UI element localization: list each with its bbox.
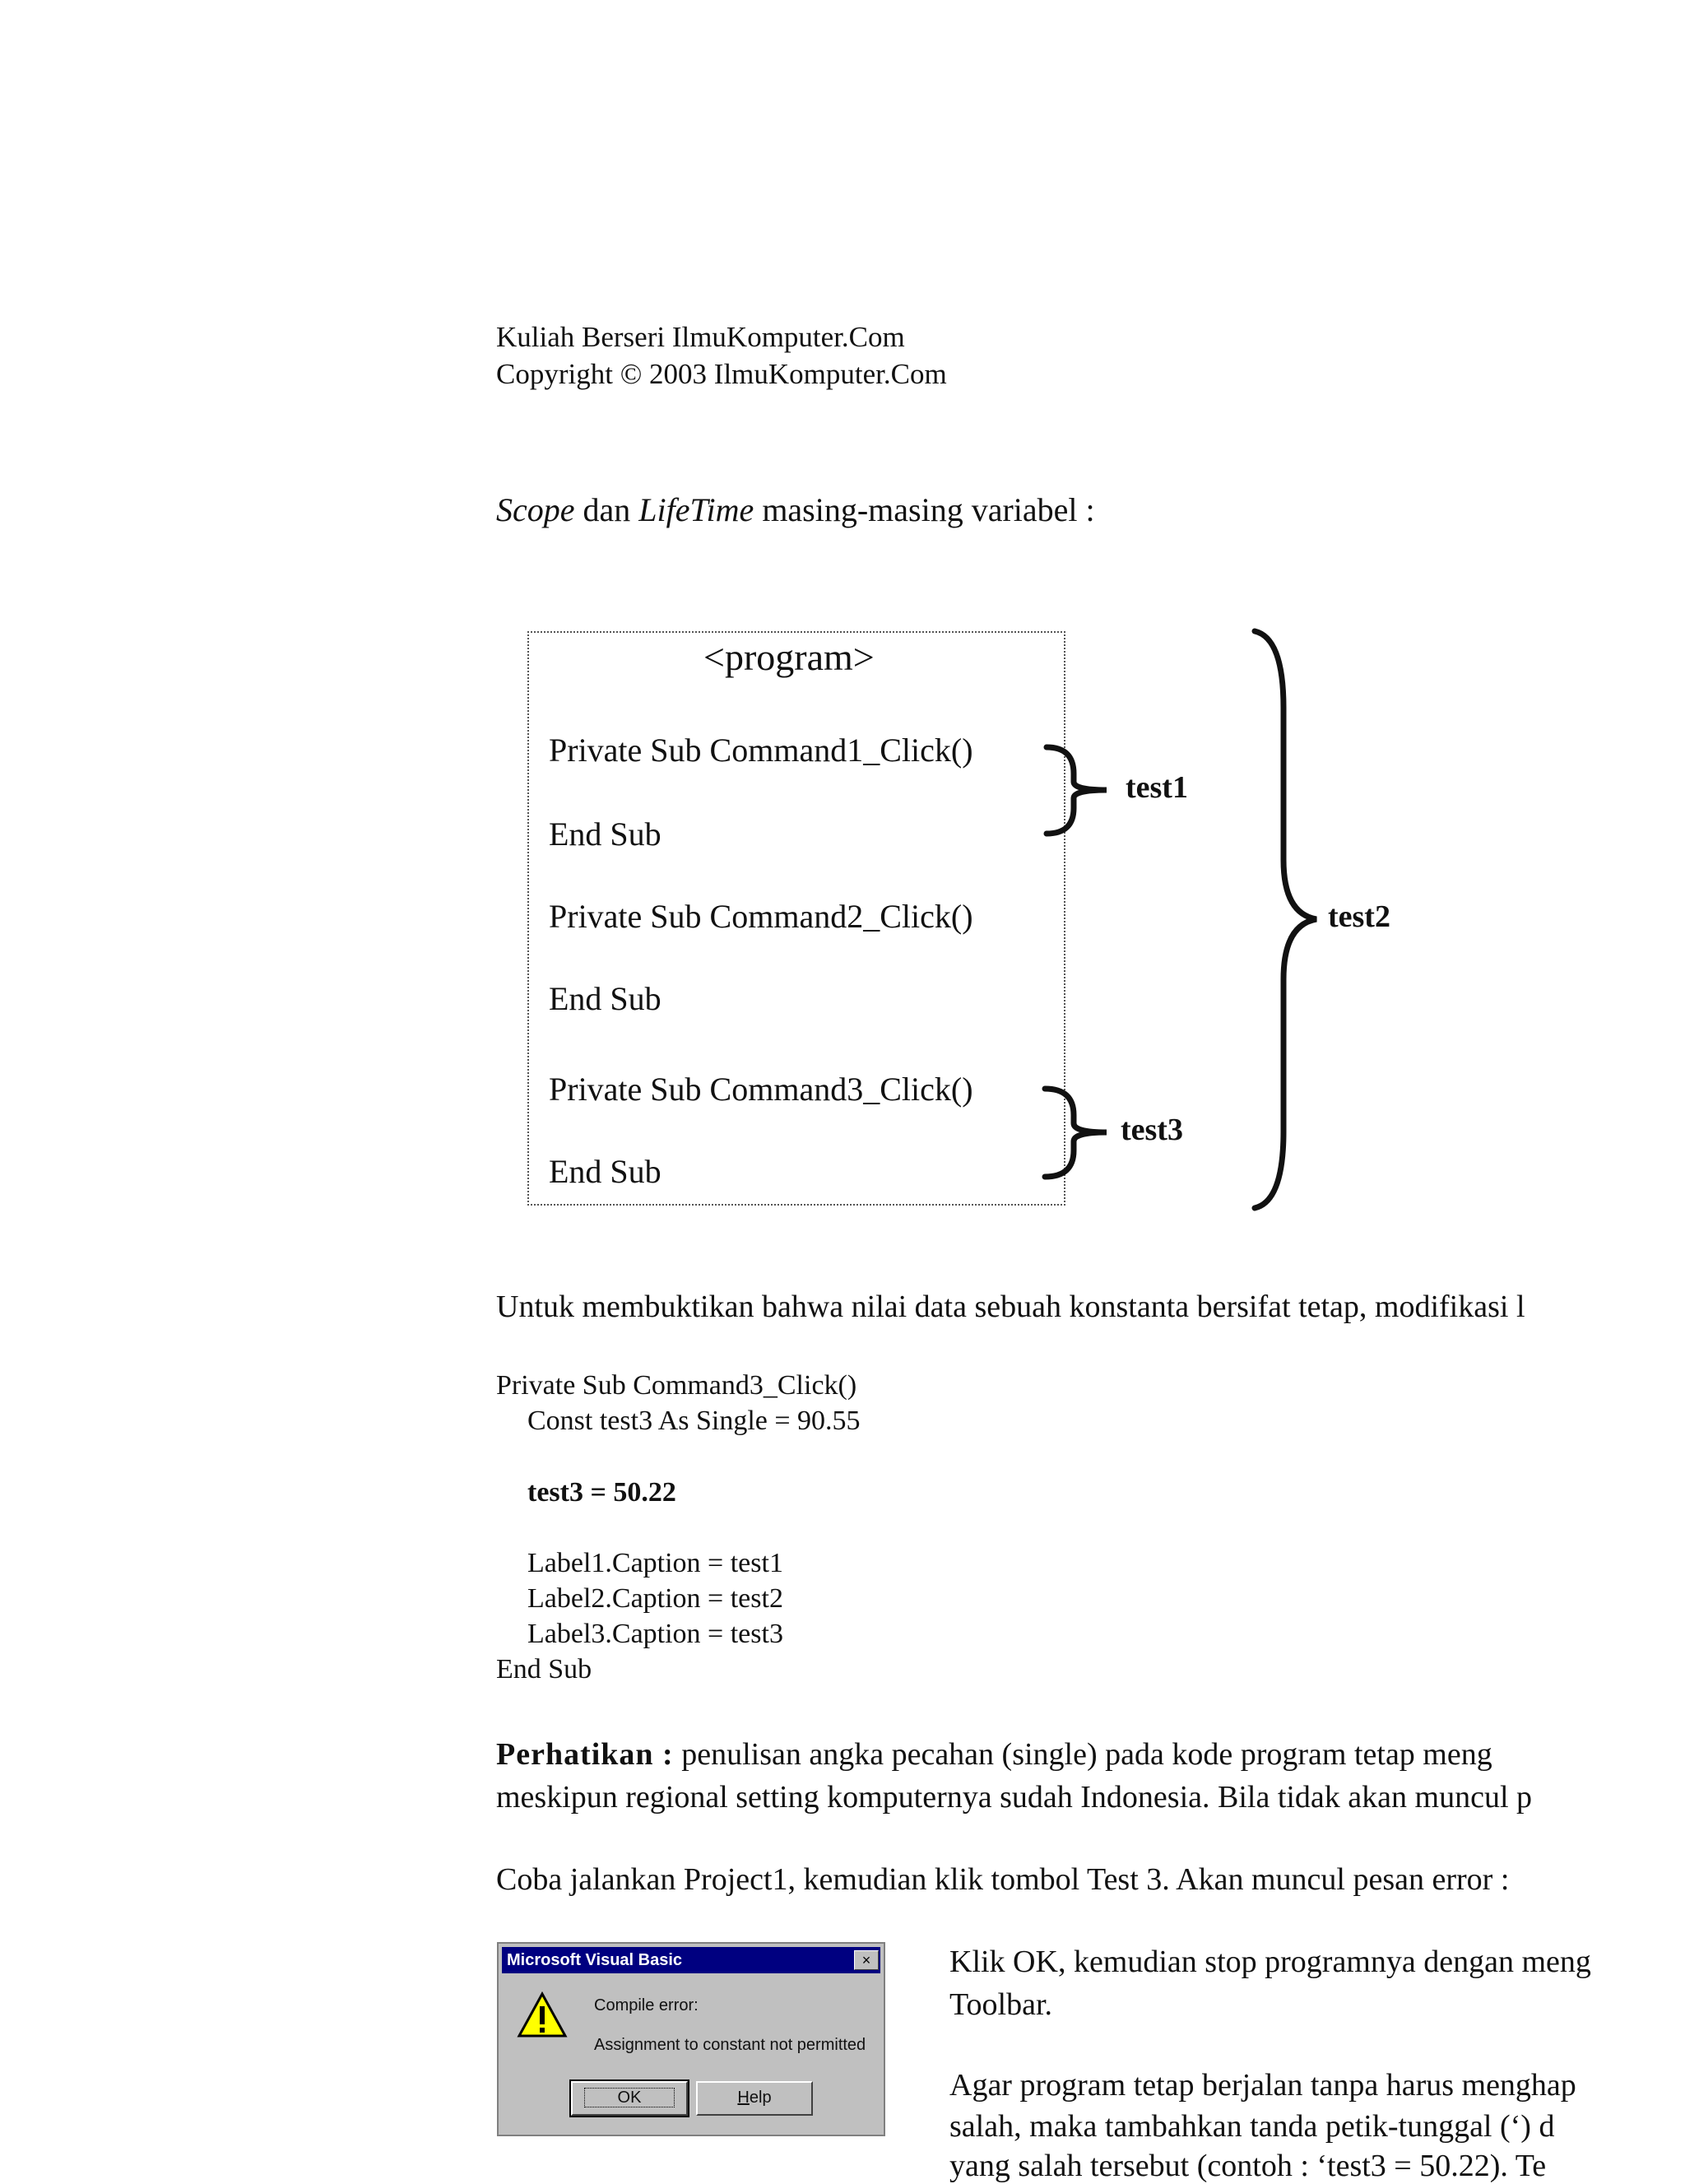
note-line-1: Perhatikan : penulisan angka pecahan (si… xyxy=(496,1736,1492,1773)
right-line-1: Klik OK, kemudian stop programnya dengan… xyxy=(949,1945,1591,1979)
right-line-3: Agar program tetap berjalan tanpa harus … xyxy=(949,2068,1576,2103)
help-button[interactable]: Help xyxy=(696,2081,813,2116)
code-line-7: End Sub xyxy=(496,1654,592,1684)
dialog-message-2: Assignment to constant not permitted xyxy=(594,2036,866,2054)
code-line-1: Private Sub Command3_Click() xyxy=(496,1370,857,1401)
note-line-2: meskipun regional setting komputernya su… xyxy=(496,1780,1533,1815)
warning-icon xyxy=(517,1991,568,2038)
diagram-line-2: End Sub xyxy=(549,816,661,853)
right-line-5: yang salah tersebut (contoh : ‘test3 = 5… xyxy=(949,2149,1547,2183)
intro-sentence: Scope dan LifeTime masing-masing variabe… xyxy=(496,490,1095,529)
note-label: Perhatikan : xyxy=(496,1737,674,1772)
help-hotkey: H xyxy=(737,2089,750,2107)
dialog-title: Microsoft Visual Basic xyxy=(502,1947,880,1973)
code-line-5: Label2.Caption = test2 xyxy=(527,1583,783,1614)
brace-test2 xyxy=(1251,628,1317,1211)
diagram-line-3: Private Sub Command2_Click() xyxy=(549,898,973,935)
help-label: elp xyxy=(749,2089,772,2107)
paragraph-constant: Untuk membuktikan bahwa nilai data sebua… xyxy=(496,1289,1525,1324)
diagram-line-1: Private Sub Command1_Click() xyxy=(549,732,973,769)
code-line-2: Const test3 As Single = 90.55 xyxy=(527,1406,861,1436)
diagram-line-4: End Sub xyxy=(549,980,661,1017)
right-line-4: salah, maka tambahkan tanda petik-tungga… xyxy=(949,2109,1555,2144)
header-line-1: Kuliah Berseri IlmuKomputer.Com xyxy=(496,321,905,353)
intro-rest: masing-masing variabel : xyxy=(754,491,1095,528)
label-test1: test1 xyxy=(1126,770,1188,805)
diagram-line-6: End Sub xyxy=(549,1153,661,1190)
code-line-3: test3 = 50.22 xyxy=(527,1477,676,1508)
diagram-line-5: Private Sub Command3_Click() xyxy=(549,1071,973,1108)
dialog-message-1: Compile error: xyxy=(594,1996,699,2014)
paragraph-run: Coba jalankan Project1, kemudian klik to… xyxy=(496,1862,1510,1897)
scope-word: Scope xyxy=(496,491,575,528)
label-test3: test3 xyxy=(1121,1113,1183,1147)
close-icon[interactable]: × xyxy=(854,1950,879,1970)
right-line-2: Toolbar. xyxy=(949,1987,1053,2022)
header-line-2: Copyright © 2003 IlmuKomputer.Com xyxy=(496,358,947,390)
ok-button[interactable]: OK xyxy=(569,2079,689,2117)
ok-label: OK xyxy=(583,2088,675,2107)
note-text-1: penulisan angka pecahan (single) pada ko… xyxy=(673,1737,1492,1772)
error-dialog: Microsoft Visual Basic × Compile error: … xyxy=(497,1942,885,2136)
lifetime-word: LifeTime xyxy=(638,491,754,528)
dan-word: dan xyxy=(574,491,639,528)
label-test2: test2 xyxy=(1328,899,1390,934)
brace-test3 xyxy=(1042,1085,1107,1180)
braces-diagram xyxy=(1042,628,1317,1211)
code-line-4: Label1.Caption = test1 xyxy=(527,1548,783,1578)
code-line-6: Label3.Caption = test3 xyxy=(527,1619,783,1649)
brace-test1 xyxy=(1043,744,1107,837)
program-title: <program> xyxy=(703,636,875,678)
program-box xyxy=(527,631,1065,1206)
